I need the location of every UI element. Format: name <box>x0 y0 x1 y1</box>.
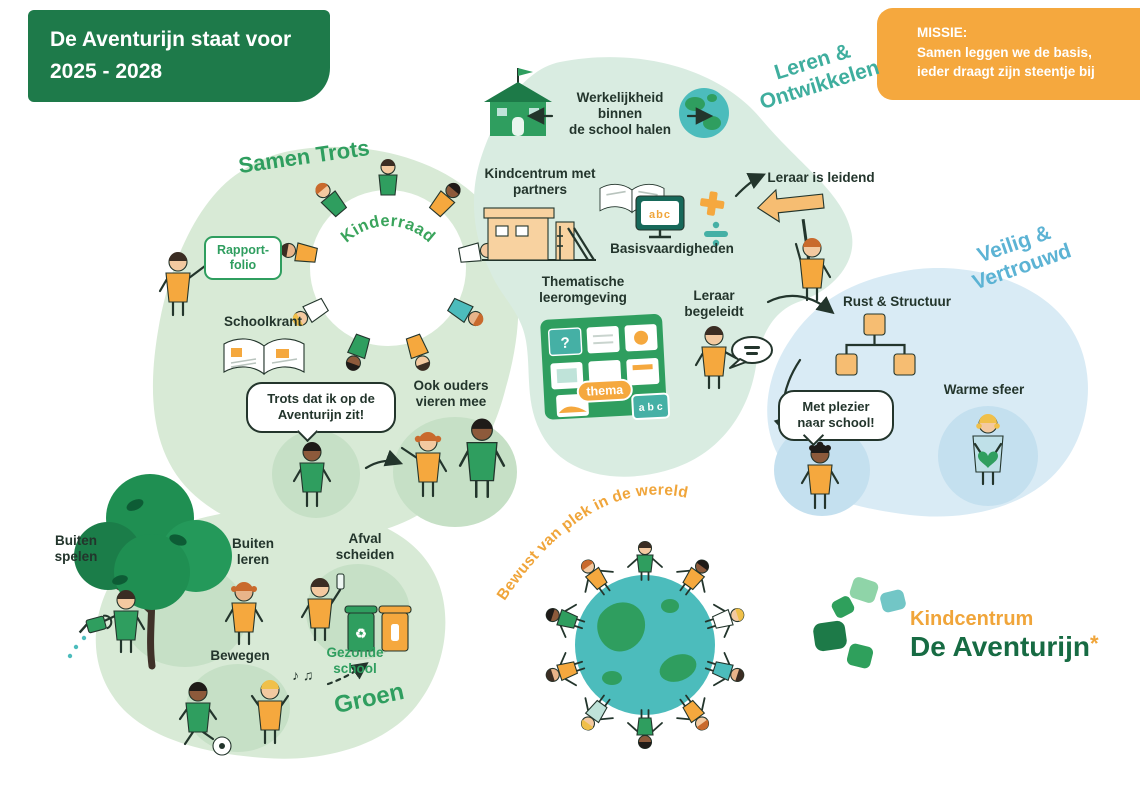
trots-speech-bubble: Trots dat ik op de Aventurijn zit! <box>246 382 396 433</box>
thematisch-label: Thematische leeromgeving <box>539 274 627 305</box>
rapportfolio-line2: folio <box>229 258 257 272</box>
recycle-bin-orange <box>378 605 412 652</box>
recycle-bin-green: ♻ <box>344 605 378 652</box>
ouders-girl-figure <box>400 432 448 498</box>
warme-sfeer-figure <box>972 414 1004 486</box>
bewegen-label: Bewegen <box>210 648 270 663</box>
thema-board: ? thema a b c <box>540 314 671 421</box>
arrow-basis-leidend <box>734 173 766 198</box>
title-line1: De Aventurijn staat voor <box>50 28 292 51</box>
vraag-card-label: ? <box>560 334 570 351</box>
globe-small-icon <box>679 88 729 138</box>
trots-kid-figure <box>292 442 332 508</box>
plus-icon <box>700 191 725 216</box>
leidend-figure <box>794 238 832 302</box>
warm-label: Warme sfeer <box>943 382 1025 397</box>
werkelijkheid-line1: Werkelijkheid <box>576 90 664 105</box>
watering-can-icon <box>78 614 113 634</box>
basis-label: Basisvaardigheden <box>610 241 734 256</box>
schoolkrant-label: Schoolkrant <box>223 314 302 329</box>
buiten-spelen-label: Buiten spelen <box>54 533 98 564</box>
world-kids-ring <box>545 540 745 750</box>
werkelijkheid-line3: de school halen <box>568 121 672 137</box>
logo-text: Kindcentrum De Aventurijn* <box>910 608 1099 663</box>
soccer-ball-dot <box>219 743 225 749</box>
ouders-parent-figure <box>458 418 506 498</box>
logo-name: De Aventurijn <box>910 631 1090 662</box>
afval-figure <box>300 573 345 642</box>
plezier-speech-bubble: Met plezier naar school! <box>778 390 894 441</box>
water-drop <box>73 644 79 650</box>
begeleidt-figure <box>694 326 738 390</box>
ouders-label: Ook ouders vieren mee <box>413 378 489 409</box>
rust-label: Rust & Structuur <box>843 294 951 309</box>
teacher-figure <box>158 252 207 317</box>
plezier-kid-figure <box>800 441 840 510</box>
schoolkrant-book-icon <box>223 338 305 376</box>
title-line2: 2025 - 2028 <box>50 59 163 83</box>
buiten-spelen-figure <box>100 590 146 654</box>
water-drop <box>81 635 87 641</box>
water-drop <box>67 653 73 659</box>
abc-card-label: a b c <box>638 401 663 414</box>
arrow-to-ouders <box>364 449 404 470</box>
logo-gems <box>813 577 906 669</box>
logo-kindcentrum: Kindcentrum <box>910 608 1034 630</box>
rapportfolio-sign: Rapport- folio <box>204 236 282 280</box>
title-banner: De Aventurijn staat voor 2025 - 2028 <box>28 10 330 102</box>
werkelijkheid-line2: binnen <box>597 105 643 121</box>
afval-label: Afval scheiden <box>335 531 395 562</box>
arrow-to-rust <box>766 294 835 315</box>
music-notes-icon: ♪ ♫ <box>292 667 313 683</box>
structuur-chart-icon <box>835 313 916 376</box>
buiten-leren-label: Buiten leren <box>232 536 274 567</box>
kinderraad-table <box>310 190 466 346</box>
kinderraad-kids <box>280 159 496 371</box>
missie-line1: Samen leggen we de basis, <box>917 44 1092 60</box>
missie-line2: ieder draagt zijn steentje bij <box>917 64 1095 80</box>
begeleidt-speech-balloon <box>729 336 773 369</box>
world-globe <box>575 575 715 715</box>
recycle-icon: ♻ <box>355 626 367 641</box>
thema-pill-label: thema <box>586 383 625 399</box>
arrow-gezonde-school <box>326 662 369 686</box>
dance-kid-figure <box>250 680 290 745</box>
partners-building-icon <box>482 207 596 261</box>
monitor-abc-label: abc <box>649 209 671 221</box>
leidend-label: Leraar is leidend <box>767 170 875 185</box>
soccer-kid-figure <box>178 682 218 746</box>
werkelijkheid-label: Werkelijkheid binnen de school halen <box>556 90 684 138</box>
begeleidt-label: Leraar begeleidt <box>684 288 744 319</box>
missie-label: MISSIE: <box>917 25 968 40</box>
buiten-leren-figure <box>224 582 264 646</box>
divide-icon <box>704 221 728 247</box>
partners-label: Kindcentrum met partners <box>484 166 596 197</box>
tint-ouders <box>393 417 517 527</box>
gezonde-school-label: Gezonde school <box>326 645 384 676</box>
monitor-icon: abc <box>635 195 685 239</box>
rapportfolio-line1: Rapport- <box>216 243 270 257</box>
logo-asterisk: * <box>1089 631 1099 656</box>
missie-banner: MISSIE: Samen leggen we de basis, ieder … <box>877 8 1140 100</box>
